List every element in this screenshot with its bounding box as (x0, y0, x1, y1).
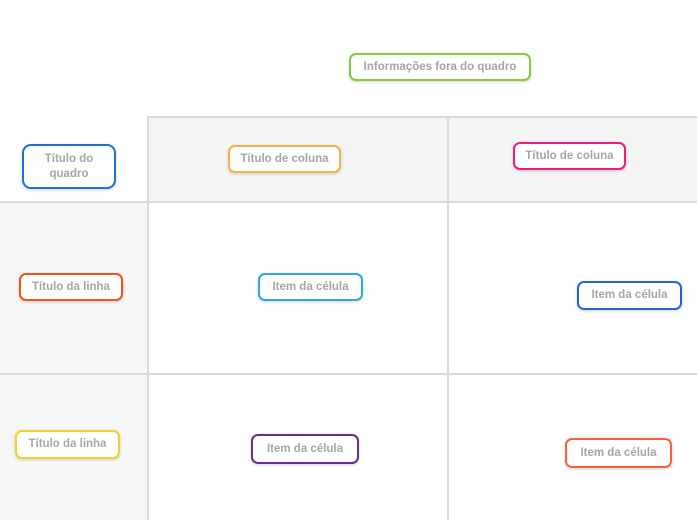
cell-item-box-row1-col2[interactable]: Item da célula (577, 281, 682, 310)
cell-item-box-row1-col1[interactable]: Item da célula (258, 273, 363, 301)
cell-item-box-row2-col1[interactable]: Item da célula (251, 434, 359, 464)
cell-item-box-row2-col2[interactable]: Item da célula (565, 438, 672, 468)
grid-line-row-1-top (0, 201, 697, 203)
column-title-box-2[interactable]: Título de coluna (513, 142, 626, 170)
outside-board-info-box[interactable]: Informações fora do quadro (349, 53, 531, 81)
row-title-box-2[interactable]: Título da linha (15, 430, 120, 459)
row-title-box-1[interactable]: Título da linha (19, 273, 123, 301)
board-title-box[interactable]: Título do quadro (22, 144, 116, 189)
row-header-column-background (0, 203, 147, 520)
grid-line-row-2-top (0, 373, 697, 375)
grid-line-column-2-left (447, 116, 449, 520)
grid-line-header-top (147, 116, 697, 118)
column-title-box-1[interactable]: Título de coluna (228, 145, 341, 173)
grid-line-column-1-left (147, 116, 149, 520)
